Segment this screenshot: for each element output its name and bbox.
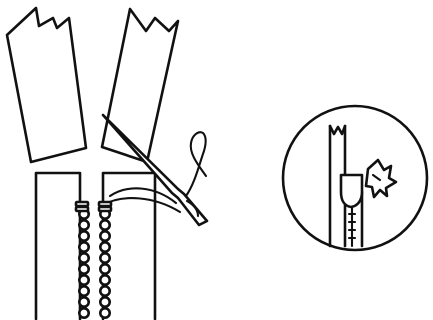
zipper-stop-block [74,200,113,213]
zipper-tooth [78,306,91,319]
inset-zipper-ticks [347,212,357,240]
zipper-tooth [78,295,91,308]
inset-pliers [364,158,398,199]
needle-body [101,113,209,227]
stop-block-right-top [97,200,113,208]
left-torn-fabric-strip [5,6,88,164]
inset-detail [281,104,429,252]
main-zipper-illustration [5,6,209,320]
stop-block-right-mid [97,205,113,213]
zipper-tooth [78,273,91,286]
thread-loop-upper [108,187,178,205]
zipper-tooth [99,219,112,232]
zipper-tooth [78,284,91,297]
stop-block-left-mid [74,205,90,213]
stop-block-left-top [74,200,90,208]
zipper-tooth [78,230,91,243]
zipper-tooth [78,219,91,232]
zipper-tooth [99,241,112,254]
zipper-tooth [99,306,112,319]
thread-tail [184,131,208,198]
left-zipper-teeth [78,208,91,319]
left-zipper-tape [34,171,82,320]
zipper-tooth [99,262,112,275]
zipper-tooth [99,295,112,308]
right-torn-fabric-strip [100,7,180,164]
thread-loop-lower [101,197,182,214]
zipper-tooth [99,252,112,265]
zipper-tooth [78,241,91,254]
zipper-tooth [99,284,112,297]
inset-pliers-line [371,173,382,182]
inset-stopper [339,173,364,209]
zipper-tooth [78,262,91,275]
right-zipper-teeth [99,208,112,319]
inset-torn-top [328,124,347,136]
zipper-tooth [99,273,112,286]
needle-eye [185,199,200,218]
zipper-tooth [99,230,112,243]
zipper-tooth [78,252,91,265]
